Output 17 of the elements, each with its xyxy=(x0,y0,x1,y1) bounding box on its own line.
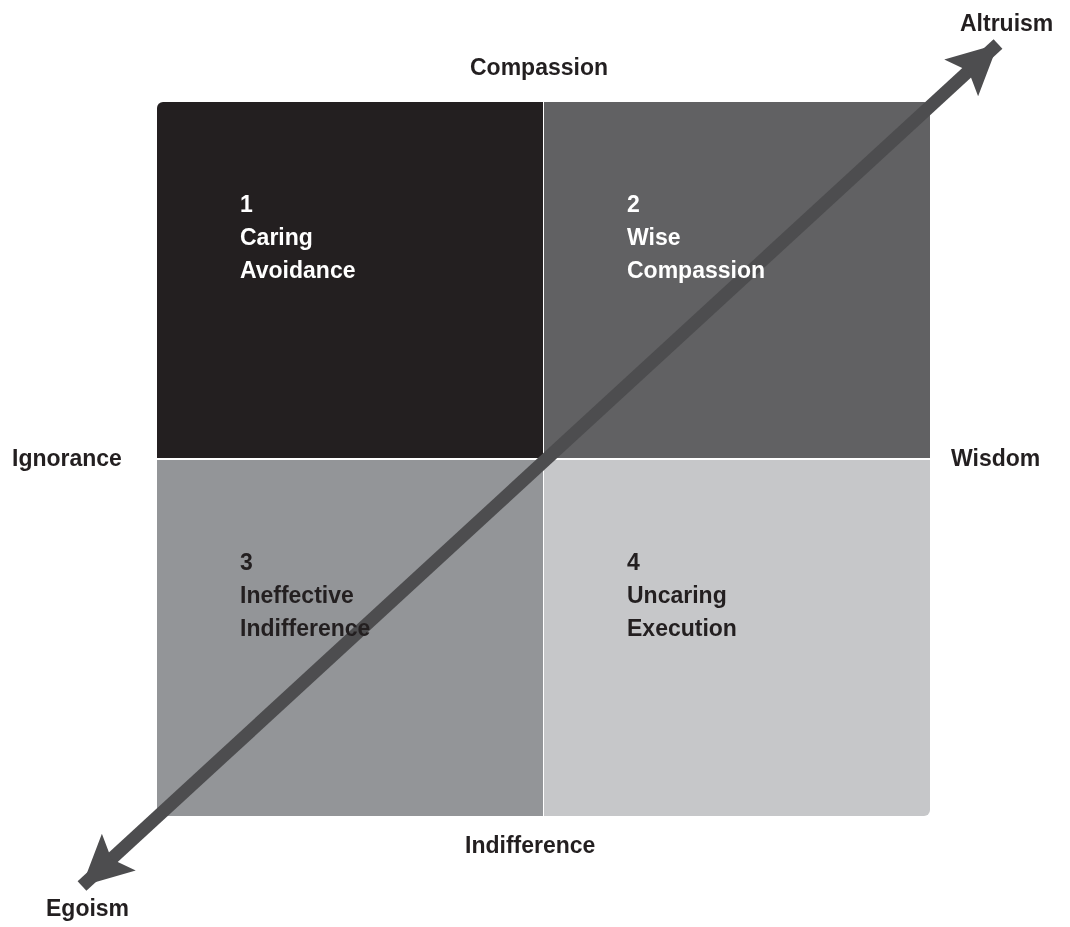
quadrant-number: 2 xyxy=(627,190,640,219)
quadrant-box xyxy=(544,460,930,816)
quadrant-title: Wise Compassion xyxy=(627,223,767,285)
axis-label: Wisdom xyxy=(951,444,1041,473)
axis-label: Egoism xyxy=(46,894,130,923)
quadrant-number: 3 xyxy=(240,548,253,577)
quadrant-number: 1 xyxy=(240,190,253,219)
quadrant-box xyxy=(157,460,543,816)
quadrant-title: Uncaring Execution xyxy=(627,581,738,643)
axis-label: Altruism xyxy=(960,9,1054,38)
quadrant-title: Caring Avoidance xyxy=(240,223,357,285)
axis-label: Compassion xyxy=(470,53,609,82)
quadrant-box xyxy=(157,102,543,458)
quadrant-box xyxy=(544,102,930,458)
quadrant-number: 4 xyxy=(627,548,640,577)
axis-label: Indifference xyxy=(465,831,596,860)
axis-label: Ignorance xyxy=(12,444,122,473)
